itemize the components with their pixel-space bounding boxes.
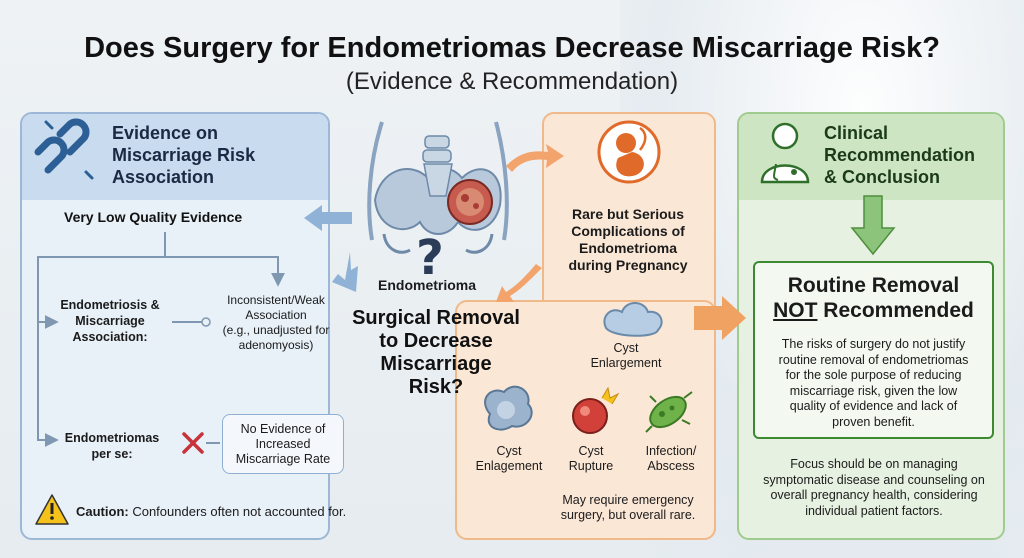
evidence-quality: Very Low Quality Evidence: [64, 209, 243, 225]
endometrioma-label: Endometrioma: [378, 277, 477, 293]
recommendation-body-line4: miscarriage risk, given the low: [789, 383, 958, 398]
rupture-icon: [572, 386, 620, 434]
caution-note: Caution: Confounders often not accounted…: [76, 504, 346, 519]
cyst-enlagement-line1: Cyst: [496, 444, 522, 458]
fetus-icon: [597, 120, 661, 184]
cross-icon: [182, 432, 204, 454]
endometriomas-per-se-label: Endometriomas per se:: [62, 430, 162, 462]
not-emphasis: NOT: [773, 299, 818, 322]
surgical-line1: Surgical Removal: [352, 307, 520, 329]
broken-chain-icon: [34, 118, 94, 180]
recommendation-title: Routine Removal NOT Recommended: [753, 273, 994, 323]
warning-icon: [35, 494, 69, 525]
focus-line4: individual patient factors.: [805, 503, 943, 518]
question-mark: ?: [416, 230, 444, 286]
cyst-rupture-line2: Rupture: [568, 459, 614, 473]
doctor-icon: [760, 122, 810, 184]
focus-line2: symptomatic disease and counseling on: [763, 472, 985, 487]
focus-line1: Focus should be on managing: [790, 457, 958, 471]
bacteria-icon: [645, 391, 693, 433]
per-se-line2: per se:: [91, 447, 133, 461]
surgical-removal-question: Surgical Removal to Decrease Miscarriage…: [338, 307, 534, 399]
cyst-enlargement-line2: Enlargement: [590, 356, 662, 370]
complications-heading-line2: Complications of: [571, 223, 685, 239]
inconsistent-association-label: Inconsistent/Weak Association (e.g., una…: [212, 293, 340, 353]
arrow-from-complications: [496, 264, 542, 302]
surgical-line4: Risk?: [408, 376, 464, 398]
cyst-enlargement-line1: Cyst: [613, 341, 639, 355]
recommendation-body-line2: routine removal of endometriomas: [778, 352, 969, 367]
cyst-enlagement-line2: Enlagement: [475, 459, 543, 473]
cyst-enlargement-icon: [603, 302, 663, 337]
surgical-line3: Miscarriage: [380, 353, 492, 375]
recommendation-body-line1: The risks of surgery do not justify: [781, 337, 966, 351]
inconsistent-line4: adenomyosis): [238, 338, 314, 352]
no-evidence-line1: No Evidence of: [240, 422, 326, 436]
evidence-panel-header: [22, 114, 328, 200]
recommendation-title-line2: NOT Recommended: [753, 298, 994, 323]
infection-line2: Abscess: [647, 459, 695, 473]
arrow-from-evidence: [332, 252, 358, 292]
recommendation-body-line3: for the sole purpose of reducing: [785, 368, 962, 382]
cyst-enlagement-label: Cyst Enlagement: [466, 444, 552, 474]
surgical-line2: to Decrease: [379, 330, 493, 352]
recommendation-box: [753, 261, 994, 439]
no-evidence-box: No Evidence of Increased Miscarriage Rat…: [222, 414, 344, 474]
cyst-enlargement-label: Cyst Enlargement: [576, 341, 676, 371]
complications-heading-line3: Endometrioma: [578, 240, 677, 256]
endometriosis-line3: Association:: [72, 330, 148, 344]
evidence-heading-line2: Miscarriage Risk: [112, 145, 256, 165]
recommendation-body: The risks of surgery do not justify rout…: [765, 337, 982, 430]
infection-abscess-label: Infection/ Abscess: [628, 444, 714, 474]
endometriosis-line1: Endometriosis &: [60, 298, 160, 312]
connector-dot: [201, 317, 211, 327]
recommendation-heading-line3: & Conclusion: [824, 167, 940, 187]
per-se-line1: Endometriomas: [64, 431, 160, 445]
inconsistent-line2: Association: [245, 308, 307, 322]
cyst-rupture-label: Cyst Rupture: [556, 444, 626, 474]
complications-heading-line4: during Pregnancy: [568, 257, 688, 273]
caution-label: Caution:: [76, 504, 129, 519]
infection-line1: Infection/: [645, 444, 697, 458]
page-subtitle: (Evidence & Recommendation): [345, 68, 679, 95]
endometrioma-cyst-icon: [447, 179, 493, 225]
arrow-to-evidence: [304, 205, 352, 231]
evidence-heading: Evidence on Miscarriage Risk Association: [112, 122, 255, 188]
complications-note: May require emergency surgery, but overa…: [540, 493, 716, 523]
recommendation-heading-line1: Clinical: [824, 123, 889, 143]
cyst-icon: [484, 385, 533, 431]
cyst-rupture-line1: Cyst: [578, 444, 604, 458]
inconsistent-line1: Inconsistent/Weak: [227, 293, 325, 307]
complications-heading-line1: Rare but Serious: [571, 206, 685, 222]
recommendation-body-line6: proven benefit.: [832, 414, 915, 429]
endometriosis-line2: Miscarriage: [75, 314, 145, 328]
arrow-to-complications: [506, 144, 564, 172]
complications-heading: Rare but Serious Complications of Endome…: [548, 206, 708, 274]
endometriosis-association-label: Endometriosis & Miscarriage Association:: [55, 297, 165, 345]
arrow-to-conclusion: [850, 195, 896, 256]
inconsistent-line3: (e.g., unadjusted for: [222, 323, 330, 337]
page-title: Does Surgery for Endometriomas Decrease …: [84, 32, 940, 64]
recommendation-heading: Clinical Recommendation & Conclusion: [824, 122, 975, 188]
recommendation-heading-line2: Recommendation: [824, 145, 976, 165]
recommendation-body-line5: quality of evidence and lack of: [789, 399, 958, 413]
recommendation-title-line1: Routine Removal: [787, 274, 960, 297]
focus-note: Focus should be on managing symptomatic …: [752, 457, 996, 519]
evidence-heading-line1: Evidence on: [112, 123, 219, 143]
arrow-to-recommendation: [694, 296, 746, 340]
caution-text: Confounders often not accounted for.: [128, 504, 347, 519]
no-evidence-line3: Miscarriage Rate: [235, 452, 331, 466]
evidence-flow-lines: [37, 232, 285, 447]
no-evidence-line2: Increased: [255, 437, 311, 451]
recommended-word: Recommended: [817, 299, 974, 322]
focus-line3: overall pregnancy health, considering: [770, 488, 978, 502]
complications-note-line2: surgery, but overall rare.: [560, 508, 696, 522]
complications-note-line1: May require emergency: [562, 493, 694, 507]
evidence-heading-line3: Association: [112, 167, 215, 187]
